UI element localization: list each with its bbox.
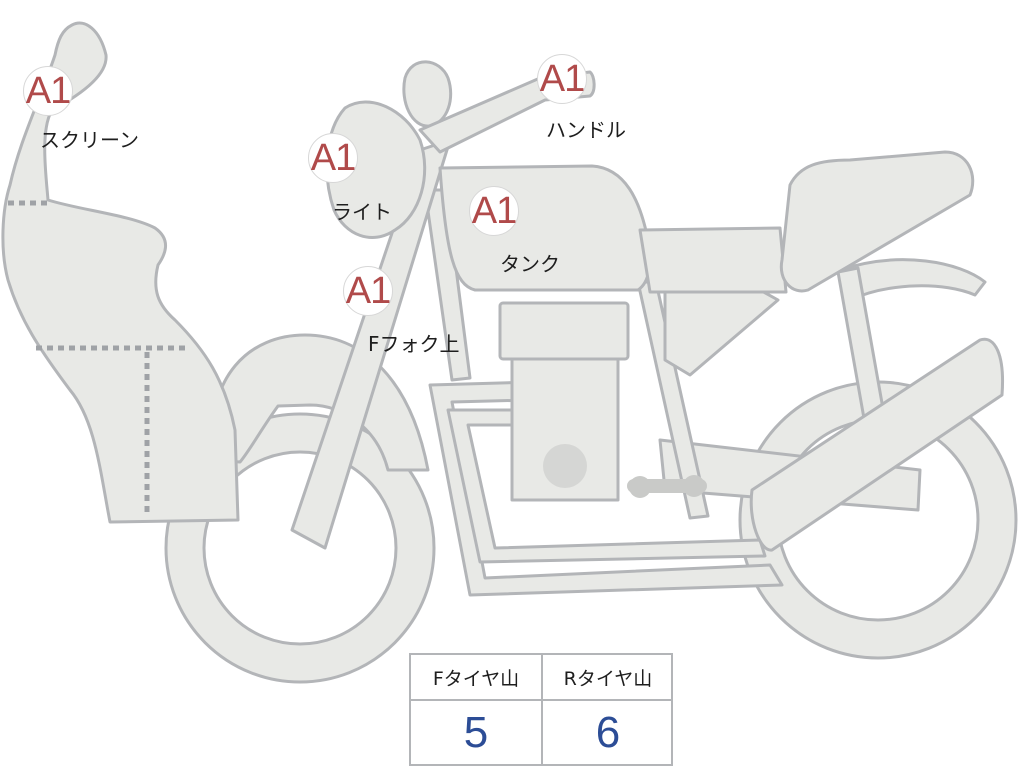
- engine-head: [498, 301, 630, 361]
- rear-tire-tread-header: Rタイヤ山: [563, 667, 653, 690]
- front-tire-tread-header: Fタイヤ山: [432, 667, 520, 690]
- fairing: [1, 21, 240, 524]
- handle-marker[interactable]: A1: [537, 54, 587, 104]
- muffler: [749, 337, 1005, 552]
- handle-label: ハンドル: [546, 118, 626, 142]
- front-rim: [202, 450, 398, 646]
- tank-label: タンク: [500, 252, 560, 276]
- fork-upper-label: Fフォク上: [368, 332, 460, 356]
- frame-down-tube: [423, 188, 472, 382]
- frame-top: [638, 226, 788, 294]
- screen-label: スクリーン: [40, 128, 139, 152]
- light-marker[interactable]: A1: [308, 133, 358, 183]
- seat: [779, 150, 975, 293]
- front-tire-tread-value: 5: [463, 708, 489, 757]
- tire-tread-table: Fタイヤ山 Rタイヤ山 5 6: [409, 653, 673, 766]
- table-divider-vertical: [541, 655, 543, 764]
- foot-peg-end-right: [683, 475, 705, 497]
- tank-marker[interactable]: A1: [469, 186, 519, 236]
- foot-peg-end-left: [629, 476, 651, 498]
- side-cover: [663, 288, 780, 377]
- engine-cover: [543, 444, 587, 488]
- engine-block: [510, 357, 620, 502]
- light-label: ライト: [332, 200, 392, 224]
- fork-upper-marker[interactable]: A1: [343, 266, 393, 316]
- screen-marker[interactable]: A1: [23, 66, 73, 116]
- rear-fender: [838, 258, 987, 302]
- rear-tire-tread-value: 6: [595, 708, 621, 757]
- mirror: [402, 60, 453, 128]
